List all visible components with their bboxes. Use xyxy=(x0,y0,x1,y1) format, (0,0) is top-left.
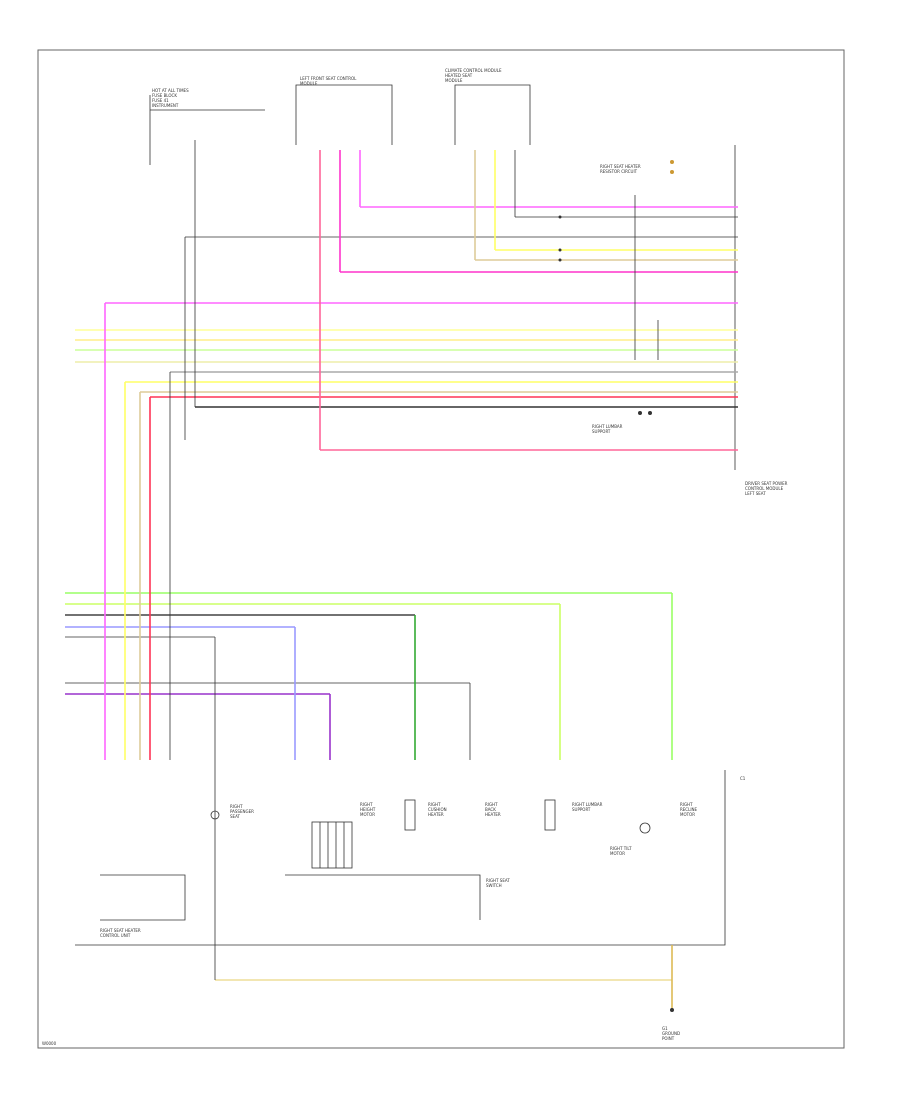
seat-heater-box xyxy=(100,874,186,921)
right-module-bracket xyxy=(454,84,531,145)
footer-code: W0000 xyxy=(42,1041,57,1046)
switch-box xyxy=(285,874,481,920)
vertical-wires xyxy=(104,140,673,1010)
fuse-box-bracket xyxy=(149,95,265,165)
connector-markers xyxy=(558,160,674,1012)
horizontal-wires xyxy=(65,206,738,981)
left-module-bracket xyxy=(295,84,393,145)
diagram-frame xyxy=(37,49,845,1049)
switch-pack xyxy=(311,821,353,869)
connector-label: C1 xyxy=(740,776,746,781)
bottom-components xyxy=(100,799,651,921)
bottom-connector xyxy=(75,770,726,946)
